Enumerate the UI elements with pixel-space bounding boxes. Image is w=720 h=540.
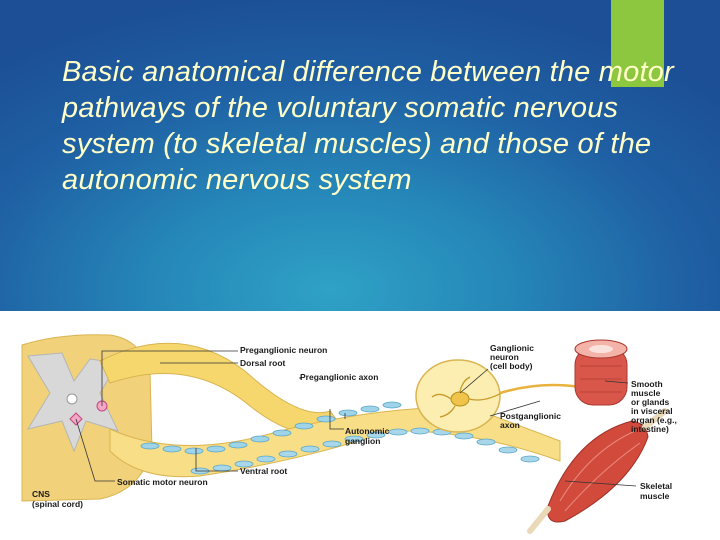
label-dorsal-root: Dorsal root <box>240 358 286 368</box>
label-autonomic-ganglion-line2: ganglion <box>345 436 380 446</box>
label-preganglionic-axon: Preganglionic axon <box>300 372 378 382</box>
label-ventral-root: Ventral root <box>240 466 287 476</box>
smooth-muscle-organ <box>575 340 627 405</box>
label-skeletal-muscle-line1: Skeletal <box>640 481 672 491</box>
nervous-system-diagram: Preganglionic neuron Dorsal root Pregang… <box>0 311 720 540</box>
slide-title: Basic anatomical difference between the … <box>62 54 682 198</box>
label-smooth-muscle-line6: intestine) <box>631 424 669 434</box>
label-autonomic-ganglion-line1: Autonomic <box>345 426 390 436</box>
label-cns-line2: (spinal cord) <box>32 499 83 509</box>
label-preganglionic-neuron: Preganglionic neuron <box>240 345 327 355</box>
label-ganglionic-neuron-line3: (cell body) <box>490 361 533 371</box>
label-skeletal-muscle-line2: muscle <box>640 491 670 501</box>
label-postganglionic-axon-line2: axon <box>500 420 520 430</box>
label-cns-line1: CNS <box>32 489 50 499</box>
label-somatic-motor-neuron: Somatic motor neuron <box>117 477 208 487</box>
